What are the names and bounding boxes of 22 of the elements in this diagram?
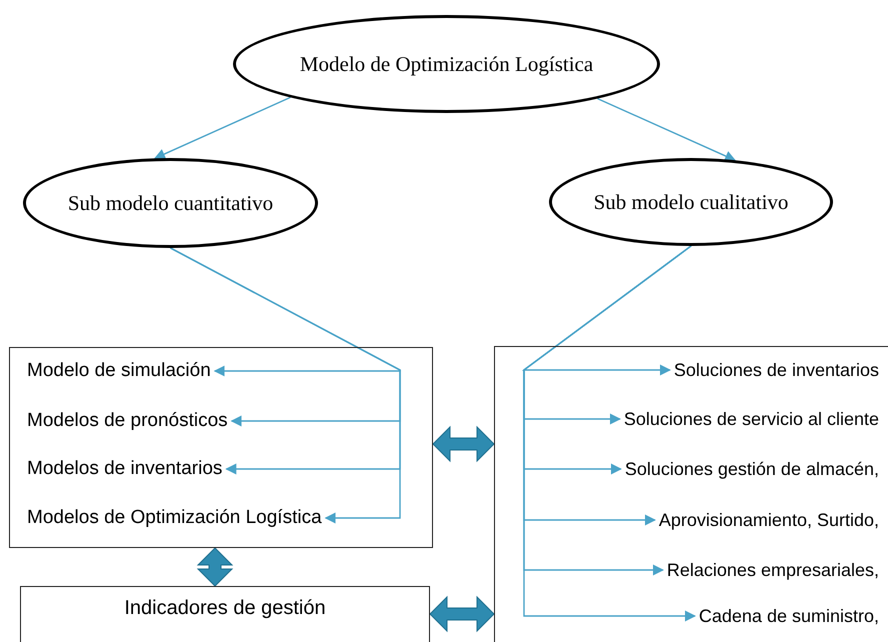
block-arrow bbox=[196, 547, 234, 587]
list-item-text: Modelos de pronósticos bbox=[27, 409, 228, 433]
list-item-text: Soluciones de servicio al cliente bbox=[624, 407, 879, 431]
list-item-text: Modelo de simulación bbox=[27, 359, 211, 383]
arrow bbox=[597, 98, 736, 162]
block-arrow bbox=[429, 596, 495, 632]
frame-box bbox=[494, 346, 888, 642]
list-item-text: Cadena de suministro, bbox=[698, 604, 879, 628]
model-ellipse: Sub modelo cuantitativo bbox=[23, 158, 318, 248]
block-arrow bbox=[432, 426, 495, 462]
list-item-text: Soluciones gestión de almacén, bbox=[624, 457, 879, 481]
model-ellipse: Sub modelo cualitativo bbox=[549, 158, 833, 246]
list-item-text: Soluciones de inventarios bbox=[674, 358, 879, 382]
frame-box bbox=[9, 347, 433, 548]
list-item-text: Relaciones empresariales, bbox=[666, 558, 879, 582]
list-item-text: Aprovisionamiento, Surtido, bbox=[658, 508, 879, 532]
model-ellipse: Modelo de Optimización Logística bbox=[233, 15, 660, 113]
indicator-box: Indicadores de gestión bbox=[20, 586, 430, 642]
arrow bbox=[154, 96, 291, 160]
list-item-text: Modelos de inventarios bbox=[27, 457, 222, 481]
arrow bbox=[170, 247, 401, 524]
list-item-text: Modelos de Optimización Logística bbox=[27, 506, 322, 530]
